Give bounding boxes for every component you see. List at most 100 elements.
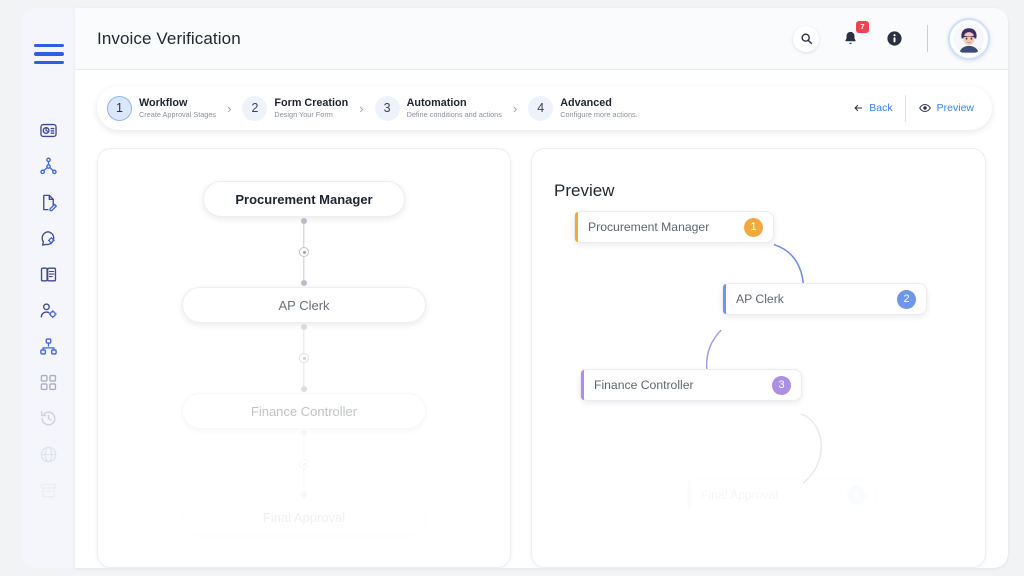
preview-node[interactable]: AP Clerk 2 — [722, 283, 927, 315]
sidebar-item-user-settings[interactable] — [22, 292, 75, 328]
workflow-node[interactable]: Procurement Manager — [203, 181, 405, 217]
notifications-button[interactable]: 7 — [837, 20, 869, 52]
preview-node-accent — [688, 480, 691, 510]
preview-node-badge: 3 — [772, 375, 791, 395]
workflow-node-label: Finance Controller — [250, 403, 358, 419]
history-revert-icon — [40, 410, 56, 426]
sidebar-item-chat-gear[interactable] — [22, 220, 75, 256]
hamburger-menu-icon[interactable] — [33, 44, 64, 64]
search-button[interactable] — [793, 25, 819, 52]
step-subtitle: Design Your Form — [274, 109, 333, 119]
node-connector — [297, 429, 311, 499]
sidebar-rail — [22, 8, 75, 568]
step-number: 3 — [374, 95, 400, 121]
preview-label: Preview — [936, 102, 974, 114]
preview-node-label: Final Approval — [701, 488, 779, 502]
topbar-actions: 7 — [793, 17, 990, 60]
back-button[interactable]: Back — [840, 102, 904, 114]
document-edit-icon — [43, 194, 57, 211]
preview-node[interactable]: Finance Controller 3 — [580, 369, 802, 401]
workflow-node-label: AP Clerk — [278, 297, 330, 313]
workflow-node-label: Procurement Manager — [235, 191, 373, 207]
step-subtitle: Configure more actions. — [560, 109, 638, 119]
sidebar-icon-list — [22, 112, 75, 508]
step-number: 1 — [107, 95, 132, 121]
step-title: Advanced — [560, 96, 612, 109]
main-window: Invoice Verification 7 — [75, 8, 1008, 568]
org-branch-icon — [40, 337, 57, 355]
sidebar-item-globe[interactable] — [22, 436, 75, 472]
eye-icon — [918, 103, 931, 113]
info-button[interactable] — [881, 26, 907, 52]
info-icon — [886, 31, 902, 46]
workflow-node[interactable]: AP Clerk — [182, 287, 426, 323]
step-number: 4 — [528, 95, 554, 121]
topbar-divider — [927, 25, 928, 52]
sidebar-item-blocks[interactable] — [22, 364, 75, 400]
step-title: Automation — [406, 96, 467, 109]
sidebar-item-book-pages[interactable] — [22, 256, 75, 292]
preview-node-accent — [723, 284, 726, 314]
sidebar-item-document-edit[interactable] — [22, 184, 75, 220]
notification-badge: 7 — [856, 20, 869, 33]
workflow-node[interactable]: Final Approval — [182, 499, 426, 535]
step-title: Form Creation — [274, 96, 349, 109]
connector-add-icon — [299, 247, 309, 257]
workflow-node-label: Final Approval — [262, 509, 346, 525]
preview-node-badge: 2 — [897, 289, 916, 309]
preview-node-label: AP Clerk — [736, 292, 784, 306]
action-divider — [904, 94, 906, 122]
sidebar-item-clock-card[interactable] — [22, 112, 75, 148]
preview-button[interactable]: Preview — [906, 102, 986, 114]
preview-panel-title: Preview — [554, 181, 615, 200]
back-label: Back — [869, 102, 893, 114]
book-pages-icon — [40, 266, 57, 282]
arrow-left-icon — [854, 105, 863, 111]
preview-node-label: Finance Controller — [594, 378, 694, 392]
sidebar-item-history-revert[interactable] — [22, 400, 75, 436]
workflow-nodes-icon — [40, 157, 57, 174]
connector-add-icon — [299, 459, 309, 469]
preview-node-accent — [581, 370, 584, 400]
sidebar-item-workflow-nodes[interactable] — [22, 148, 75, 184]
sidebar-item-org-branch[interactable] — [22, 328, 75, 364]
node-connector — [297, 323, 311, 393]
blocks-icon — [40, 374, 57, 390]
step-separator: › — [359, 100, 364, 116]
step-subtitle: Create Approval Stages — [139, 109, 217, 119]
connector-add-icon — [299, 353, 309, 363]
workflow-node[interactable]: Finance Controller — [182, 393, 426, 429]
chat-gear-icon — [41, 230, 55, 246]
step-separator: › — [227, 100, 232, 116]
user-settings-icon — [40, 302, 57, 318]
preview-node[interactable]: Final Approval 4 — [687, 479, 877, 511]
node-connector — [297, 217, 311, 287]
search-icon — [793, 25, 819, 52]
step-separator: › — [512, 100, 518, 116]
user-avatar[interactable] — [948, 17, 990, 60]
bell-icon — [844, 31, 856, 44]
step-title: Workflow — [139, 96, 188, 109]
globe-icon — [40, 446, 57, 462]
step-subtitle: Define conditions and actions — [406, 109, 502, 119]
avatar-illustration — [952, 22, 986, 55]
preview-node-badge: 4 — [847, 485, 866, 505]
sidebar-item-archive-box[interactable] — [22, 472, 75, 508]
